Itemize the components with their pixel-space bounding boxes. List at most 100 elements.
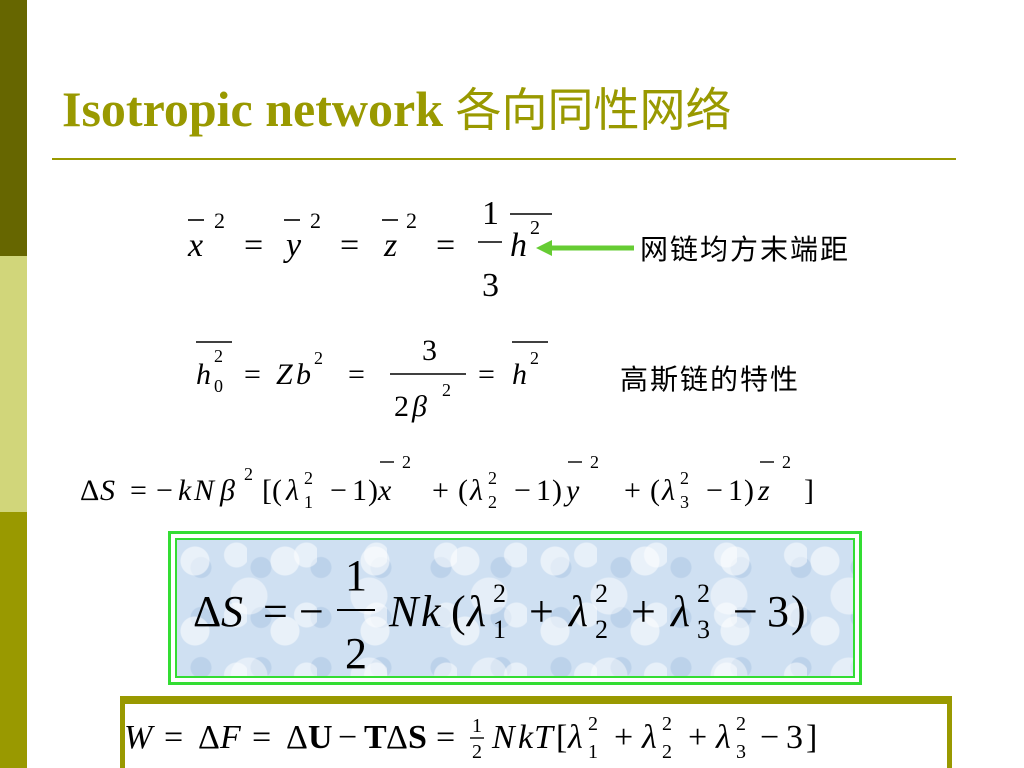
svg-text:2: 2 <box>736 713 746 735</box>
eq4-N: N <box>388 587 421 636</box>
eq1-eq-3: = <box>436 227 455 264</box>
side-bar-bottom <box>0 512 27 768</box>
eq3-z-sup: 2 <box>782 452 791 472</box>
svg-text:=: = <box>252 719 271 756</box>
eq5-lambda-1: λ <box>567 719 583 756</box>
eq2-h-right-sup: 2 <box>530 348 539 368</box>
eq5-delta-3: Δ <box>386 719 408 756</box>
svg-text:2: 2 <box>595 579 608 608</box>
eq3-l1-sup: 2 <box>304 468 313 488</box>
eq2-frac-den-2: 2 <box>394 390 409 423</box>
eq5-lambda-2: λ <box>641 719 657 756</box>
svg-text:2: 2 <box>588 713 598 735</box>
eq2-h-right: h <box>512 358 527 391</box>
eq5-lambda-3: λ <box>715 719 731 756</box>
eq4-frac-num: 1 <box>345 551 367 600</box>
svg-text:): ) <box>552 474 562 507</box>
svg-text:1: 1 <box>588 741 598 763</box>
eq3-l1-sub: 1 <box>304 492 313 512</box>
arrow-left-icon <box>536 240 634 256</box>
equation-3-svg: Δ S = − k N β 2 [( λ 2 1 − 1 ) 1 x 2 + (… <box>80 452 814 512</box>
svg-text:−: − <box>330 474 347 507</box>
eq3-lambda-2: λ <box>469 474 483 507</box>
eq3-delta: Δ <box>80 474 99 507</box>
eq2-h-sup: 2 <box>214 346 223 366</box>
svg-text:z: z <box>757 474 770 507</box>
svg-text:): ) <box>744 474 754 507</box>
svg-text:+: + <box>688 719 707 756</box>
svg-text:): ) <box>368 474 378 507</box>
eq3-lambda-3: λ <box>661 474 675 507</box>
title-chinese: 各向同性网络 <box>455 83 732 137</box>
eq3-l2-sub: 2 <box>488 492 497 512</box>
svg-text:): ) <box>791 587 806 636</box>
eq5-k: k <box>518 719 534 756</box>
boxed-equation-frame: Δ S = − 1 2 N k ( λ 2 1 + λ 2 2 + λ 2 3 … <box>168 531 862 685</box>
eq3-N: N <box>193 474 216 507</box>
eq1-h-sup: 2 <box>530 217 540 239</box>
eq1-eq-2: = <box>340 227 359 264</box>
eq3-l2-sup: 2 <box>488 468 497 488</box>
eq4-k: k <box>421 587 442 636</box>
svg-text:y: y <box>563 474 580 507</box>
eq1-x: x <box>187 227 203 264</box>
svg-text:2: 2 <box>595 615 608 644</box>
svg-text:3: 3 <box>697 615 710 644</box>
side-bar-top <box>0 0 27 256</box>
slide-title: Isotropic network 各向同性网络 <box>62 84 732 134</box>
svg-text:]: ] <box>804 474 814 507</box>
eq3-one-3: 1 <box>728 474 743 507</box>
eq3-k: k <box>178 474 192 507</box>
eq5-F: F <box>219 719 242 756</box>
eq4-delta: Δ <box>193 587 221 636</box>
svg-text:−: − <box>514 474 531 507</box>
svg-text:+: + <box>631 587 656 636</box>
eq2-h: h <box>196 358 211 391</box>
eq1-eq-1: = <box>244 227 263 264</box>
eq3-S: S <box>100 474 115 507</box>
eq2-frac-num: 3 <box>422 334 437 367</box>
svg-text:=: = <box>164 719 183 756</box>
svg-text:=: = <box>263 587 288 636</box>
eq1-frac-den: 3 <box>482 267 499 304</box>
eq4-S: S <box>221 587 243 636</box>
eq5-half-den: 2 <box>472 741 482 763</box>
svg-text:=: = <box>436 719 455 756</box>
eq2-b: b <box>296 358 311 391</box>
svg-text:−: − <box>706 474 723 507</box>
title-underline <box>52 158 956 160</box>
eq2-eq-2: = <box>348 358 365 391</box>
eq5-delta-2: Δ <box>286 719 308 756</box>
svg-text:(: ( <box>451 587 466 636</box>
eq2-Z: Z <box>276 358 293 391</box>
svg-text:−: − <box>299 587 324 636</box>
side-bar-middle <box>0 256 27 512</box>
eq1-frac-num: 1 <box>482 195 499 232</box>
svg-text:2: 2 <box>662 713 672 735</box>
eq5-S: S <box>408 719 427 756</box>
work-equation-background <box>125 704 947 768</box>
eq4-frac-den: 2 <box>345 629 367 678</box>
svg-text:(: ( <box>458 474 468 507</box>
equation-1-svg: x 2 = y 2 = z 2 = 1 3 h 2 <box>187 195 552 304</box>
eq3-y-sup: 2 <box>590 452 599 472</box>
svg-text:=: = <box>130 474 147 507</box>
svg-text:−: − <box>156 474 173 507</box>
eq3-l3-sup: 2 <box>680 468 689 488</box>
eq1-z: z <box>383 227 397 264</box>
svg-text:(: ( <box>650 474 660 507</box>
eq2-beta-sup: 2 <box>442 380 451 400</box>
eq5-T-italic: T <box>534 719 555 756</box>
note-gaussian-chain-property: 高斯链的特性 <box>620 363 801 396</box>
eq3-l3-sub: 3 <box>680 492 689 512</box>
eq1-h: h <box>510 227 527 264</box>
equation-gaussian-chain: h 2 0 = Z b 2 = 3 2 β 2 = h 2 <box>190 330 570 430</box>
svg-text:1: 1 <box>493 615 506 644</box>
eq4-lambda-3: λ <box>669 587 690 636</box>
svg-text:−: − <box>733 587 758 636</box>
eq2-h-sub: 0 <box>214 376 223 396</box>
eq3-one-1: 1 <box>352 474 367 507</box>
svg-text:2: 2 <box>493 579 506 608</box>
svg-text:]: ] <box>806 719 817 756</box>
eq5-half-num: 1 <box>472 715 482 737</box>
